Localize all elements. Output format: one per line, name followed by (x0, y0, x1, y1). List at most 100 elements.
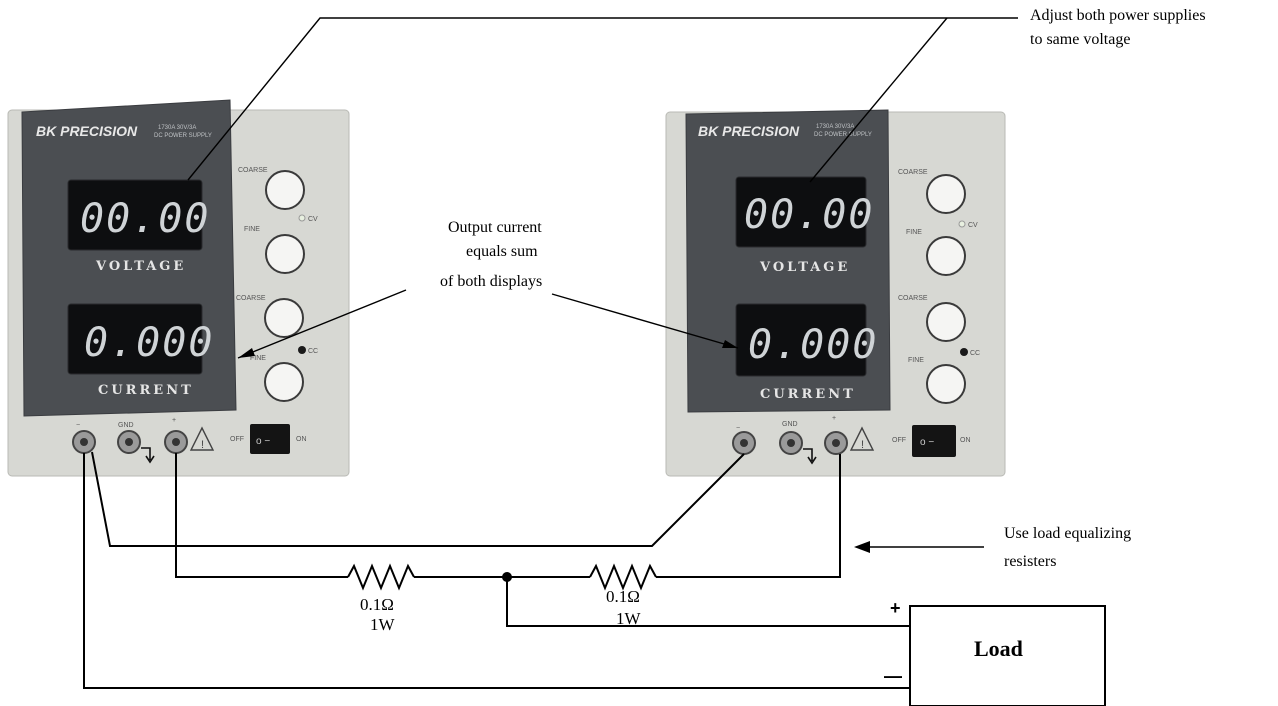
knob-label-current-coarse: COARSE (236, 295, 266, 302)
ground-link-icon (803, 448, 817, 465)
terminal-core (172, 438, 180, 446)
current-coarse-knob[interactable] (926, 302, 966, 342)
voltage-coarse-knob[interactable] (265, 170, 305, 210)
knob-label-voltage-fine: FINE (906, 229, 922, 236)
negative-tie-wire (91, 451, 745, 547)
voltage-fine-knob[interactable] (265, 234, 305, 274)
voltage-readout: 00.00 (744, 192, 874, 238)
load-minus-sign: — (884, 666, 902, 686)
adjust-leader-right (809, 17, 948, 183)
equalizing-note-line1: Use load equalizing (1004, 525, 1131, 542)
resistor-left-rating: 1W (370, 615, 396, 634)
terminal-core (787, 439, 795, 447)
power-switch[interactable] (912, 425, 956, 457)
model-text: 1730A 30V/3A (158, 125, 196, 131)
right-positive-wire (656, 454, 841, 578)
cv-indicator-icon (958, 220, 966, 228)
arrow-head-icon (238, 348, 255, 358)
annotations: Adjust both power supplies to same volta… (187, 7, 1206, 570)
cv-label: CV (968, 222, 978, 229)
switch-on-label: ON (960, 437, 971, 444)
switch-off-label: OFF (892, 437, 906, 444)
terminal-core (832, 439, 840, 447)
power-switch[interactable] (250, 424, 290, 454)
cv-indicator-icon (298, 214, 306, 222)
resistor-right-value: 0.1Ω (606, 587, 640, 606)
left-positive-wire (175, 453, 348, 578)
resistor-right-rating: 1W (616, 609, 642, 628)
switch-on-label: ON (296, 436, 307, 443)
load: Load + — (884, 598, 1106, 706)
knob-label-voltage-coarse: COARSE (238, 167, 268, 174)
knob-label-voltage-fine: FINE (244, 226, 260, 233)
cc-indicator-icon (960, 348, 968, 356)
voltage-fine-knob[interactable] (926, 236, 966, 276)
load-positive-wire (506, 577, 910, 627)
current-coarse-knob[interactable] (264, 298, 304, 338)
resistor-left-value: 0.1Ω (360, 595, 394, 614)
voltage-display (67, 179, 203, 251)
negative-return-wire (83, 453, 910, 689)
adjust-leader-left (187, 17, 1018, 181)
current-display (735, 303, 867, 377)
terminal-label-positive: + (832, 415, 836, 422)
output-note-line2: equals sum (466, 243, 538, 260)
resistor-right (589, 563, 657, 591)
terminal-core (740, 439, 748, 447)
adjust-note-line1: Adjust both power supplies (1030, 7, 1206, 24)
switch-off-label: OFF (230, 436, 244, 443)
terminal-label-positive: + (172, 417, 176, 424)
brand-logo: BK PRECISION (698, 123, 800, 139)
current-display (67, 303, 203, 375)
power-supply-left: BK PRECISION 1730A 30V/3A DC POWER SUPPL… (7, 99, 350, 477)
knob-label-current-fine: FINE (250, 355, 266, 362)
output-leader-left (237, 289, 407, 359)
warning-triangle-icon (849, 426, 875, 451)
voltage-coarse-knob[interactable] (926, 174, 966, 214)
knob-label-current-coarse: COARSE (898, 295, 928, 302)
load-label: Load (974, 636, 1023, 661)
cc-label: CC (308, 348, 318, 355)
voltage-display (735, 176, 867, 248)
load-plus-sign: + (890, 598, 901, 618)
adjust-note-line2: to same voltage (1030, 31, 1130, 48)
warning-triangle-icon (189, 426, 215, 451)
current-fine-knob[interactable] (264, 362, 304, 402)
arrow-head-icon (854, 541, 870, 553)
output-note-line3: of both displays (440, 273, 542, 290)
model-subtext: DC POWER SUPPLY (814, 132, 872, 138)
switch-marks: o − (256, 436, 270, 447)
current-fine-knob[interactable] (926, 364, 966, 404)
current-readout: 0.000 (84, 320, 214, 366)
terminal-label-gnd: GND (782, 421, 798, 428)
terminal-core (80, 438, 88, 446)
cc-indicator-icon (298, 346, 306, 354)
ground-link-icon (141, 447, 155, 464)
arrow-head-icon (722, 340, 738, 348)
terminal-label-negative: − (736, 425, 740, 432)
knob-label-voltage-coarse: COARSE (898, 169, 928, 176)
knob-label-current-fine: FINE (908, 357, 924, 364)
output-leader-right (551, 293, 739, 349)
warning-exclamation: ! (861, 439, 864, 451)
resistor-left (347, 563, 415, 591)
voltage-readout: 00.00 (80, 196, 210, 242)
brand-logo: BK PRECISION (36, 123, 138, 139)
voltage-label: VOLTAGE (759, 260, 850, 275)
power-supply-right: BK PRECISION 1730A 30V/3A DC POWER SUPPL… (665, 109, 1006, 477)
equalizing-note-line2: resisters (1004, 553, 1056, 570)
cv-label: CV (308, 216, 318, 223)
terminal-core (125, 438, 133, 446)
output-note-line1: Output current (448, 219, 542, 236)
terminal-label-negative: − (76, 422, 80, 429)
wiring (83, 451, 910, 689)
cc-label: CC (970, 350, 980, 357)
voltage-label: VOLTAGE (95, 259, 186, 274)
terminal-label-gnd: GND (118, 422, 134, 429)
model-text: 1730A 30V/3A (816, 124, 854, 130)
current-readout: 0.000 (748, 322, 878, 368)
current-label: CURRENT (760, 387, 856, 402)
load-box (909, 605, 1106, 706)
current-label: CURRENT (98, 383, 194, 398)
model-subtext: DC POWER SUPPLY (154, 133, 212, 139)
